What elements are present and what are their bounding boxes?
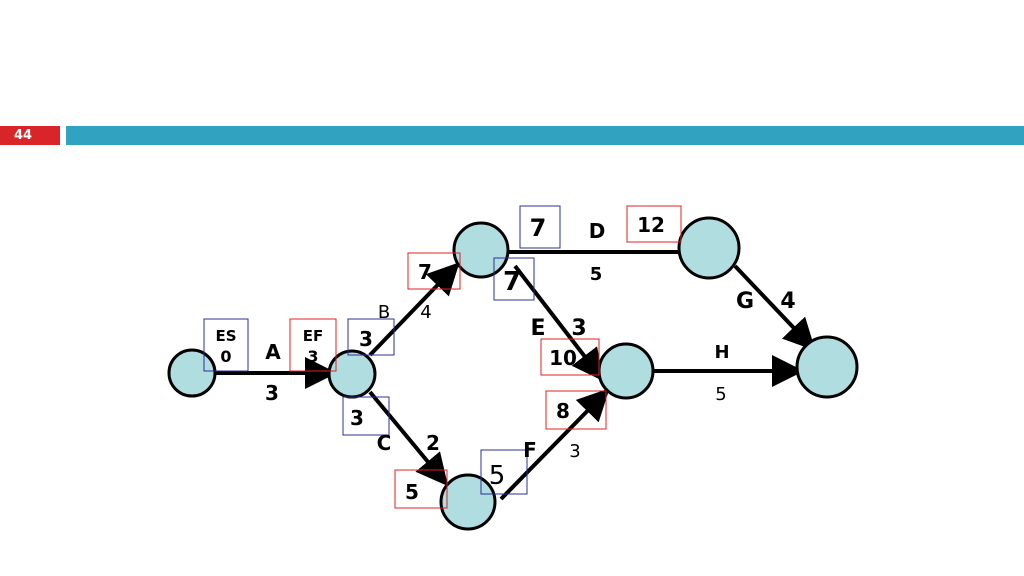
es-box-f [480, 449, 528, 495]
edge-e [513, 264, 604, 382]
es-box-d [519, 205, 561, 249]
ef-value-a: 3 [307, 347, 318, 366]
activity-c-label: C [377, 431, 392, 455]
header-accent-bar [66, 126, 1024, 145]
ef-box-a [289, 318, 337, 372]
activity-a-label: A [265, 340, 281, 364]
es-box-e [493, 257, 535, 301]
es-value-e: 7 [503, 267, 521, 297]
slide-number: 44 [0, 126, 60, 145]
es-box-c [342, 396, 390, 436]
activity-g-label: G [736, 289, 754, 314]
es-value-c: 3 [350, 406, 364, 430]
activity-e-label: E [530, 316, 545, 341]
activity-c-duration: 2 [426, 431, 440, 455]
activity-e-duration: 3 [571, 316, 586, 341]
ef-box-b [407, 252, 461, 290]
activity-d-label: D [589, 219, 606, 243]
es-value-a: 0 [220, 347, 231, 366]
edge-b [368, 262, 460, 357]
node-6 [439, 473, 497, 531]
es-value-b: 3 [359, 327, 373, 351]
ef-box-e [540, 338, 600, 376]
ef-box-d [626, 205, 682, 243]
ef-value-c: 5 [405, 480, 419, 504]
activity-g-duration: 4 [780, 289, 795, 314]
node-4 [677, 216, 741, 280]
activity-d-duration: 5 [590, 264, 603, 285]
ef-box-c [394, 469, 448, 509]
es-label-a: ES [215, 327, 236, 345]
activity-h-duration: 5 [715, 384, 726, 405]
node-3 [452, 221, 510, 279]
ef-box-f [545, 390, 607, 430]
activity-f-duration: 3 [569, 441, 580, 462]
es-value-d: 7 [530, 214, 547, 242]
node-5 [597, 342, 655, 400]
activity-h-label: H [714, 342, 729, 363]
edge-g [733, 264, 816, 351]
activity-f-label: F [523, 438, 537, 462]
node-1 [167, 348, 217, 398]
ef-label-a: EF [303, 327, 324, 345]
activity-b-duration: 4 [420, 302, 431, 323]
ef-value-d: 12 [637, 213, 665, 237]
activity-b-label: B [378, 302, 390, 323]
ef-value-b: 7 [418, 260, 432, 284]
ef-value-e: 10 [549, 346, 577, 370]
es-box-a [203, 318, 249, 372]
activity-a-duration: 3 [265, 381, 279, 405]
node-7 [795, 335, 859, 399]
edge-f [499, 388, 610, 501]
es-value-f: 5 [489, 461, 506, 491]
es-box-b [347, 318, 395, 356]
edge-c [368, 390, 449, 487]
ef-value-f: 8 [556, 399, 570, 423]
